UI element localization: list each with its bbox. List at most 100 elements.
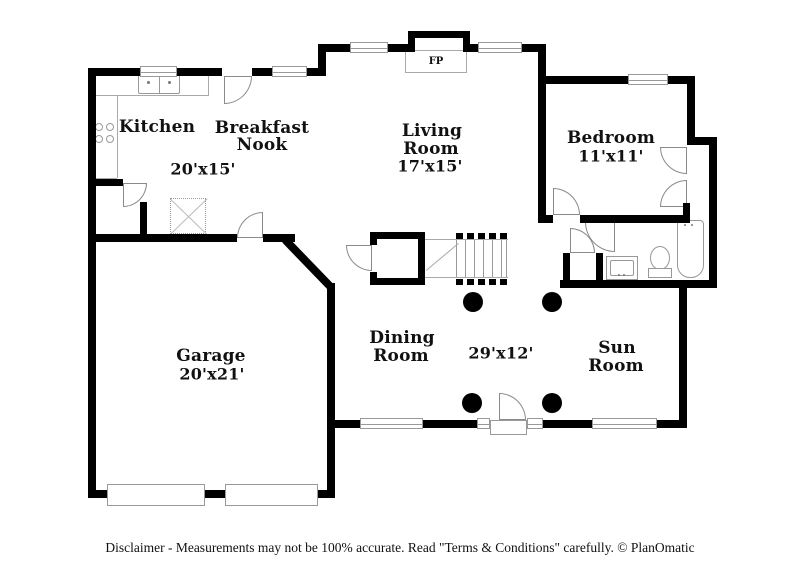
wall [522, 44, 546, 52]
counter-edge [96, 95, 208, 96]
stair-railing [467, 279, 474, 285]
faucet [618, 274, 620, 276]
sink-drain [168, 81, 171, 84]
support-column [463, 292, 483, 312]
wall [88, 68, 96, 498]
fireplace-wall [463, 31, 470, 52]
stair-railing [456, 279, 463, 285]
garage-label: Garage [176, 346, 246, 366]
window [592, 418, 657, 429]
dining-room-label-line2: Room [373, 346, 429, 366]
sink-divider [159, 73, 160, 93]
garage-door [107, 484, 205, 506]
wall [327, 420, 360, 428]
kitchen-nook-dimensions: 20'x15' [170, 159, 236, 179]
stair-closet-door [346, 245, 372, 271]
stair-railing [489, 279, 496, 285]
wall [318, 44, 326, 76]
garage-entry-door [237, 212, 263, 238]
disclaimer-text: Disclaimer - Measurements may not be 100… [105, 540, 695, 555]
bedroom-dimensions: 11'x11' [578, 146, 644, 166]
stair-railing [478, 233, 485, 239]
garage-door [225, 484, 318, 506]
living-room-label-line1: Living [401, 121, 463, 141]
vanity-basin [610, 260, 634, 276]
stair-railing [478, 279, 485, 285]
counter-edge [117, 95, 118, 178]
stair-railing [500, 233, 507, 239]
wall [423, 420, 477, 428]
wall [88, 68, 140, 76]
wall [687, 137, 717, 145]
stair-closet-wall [370, 278, 425, 285]
faucet [623, 274, 625, 276]
window [628, 74, 668, 85]
diagonal-wall [282, 237, 334, 291]
dining-room-label-line1: Dining [369, 328, 435, 348]
garage-dimensions: 20'x21' [179, 364, 245, 384]
stair-railing [500, 279, 507, 285]
wall [263, 234, 295, 242]
wall [88, 179, 123, 186]
breakfast-nook-label-line1: Breakfast [214, 118, 310, 138]
wall [88, 234, 237, 242]
hall-closet-wall [596, 253, 603, 280]
sun-room-label-line1: Sun [598, 338, 636, 358]
breakfast-nook-label-line2: Nook [236, 135, 288, 155]
counter-edge [96, 178, 117, 179]
cooktop-burner [95, 135, 103, 143]
stair-closet-wall [370, 232, 425, 239]
wall [327, 283, 335, 498]
stair-closet-wall [418, 232, 425, 285]
fireplace: FP [405, 50, 467, 73]
wall [140, 202, 147, 241]
kitchen-label: Kitchen [118, 117, 196, 137]
wall [326, 44, 350, 52]
stair-direction-line [426, 243, 459, 271]
wall [687, 76, 695, 145]
stair-tread [483, 240, 484, 277]
hall-closet-wall [563, 253, 570, 280]
stair-closet-wall [370, 272, 377, 285]
wall [679, 280, 687, 428]
support-column [542, 292, 562, 312]
wall [538, 44, 546, 222]
stair-tread [474, 240, 475, 277]
living-room-dimensions: 17'x15' [397, 156, 463, 176]
stair-edge [425, 239, 508, 240]
stair-closet-wall [370, 232, 377, 245]
stair-railing [456, 233, 463, 239]
window [272, 66, 307, 77]
wall [657, 420, 687, 428]
wall [252, 68, 272, 76]
support-column [462, 393, 482, 413]
sink-drain [147, 81, 150, 84]
cooktop-burner [106, 135, 114, 143]
bedroom-label: Bedroom [566, 128, 656, 148]
tub-faucet [684, 224, 686, 226]
rear-entry-door [224, 76, 252, 104]
bathtub [677, 220, 704, 278]
wall [709, 137, 717, 288]
wall [538, 215, 553, 223]
counter-edge [208, 76, 209, 96]
pantry-shelves [170, 198, 208, 235]
window [478, 42, 522, 53]
tub-faucet [691, 224, 693, 226]
wall [560, 280, 717, 288]
window [477, 418, 490, 429]
stair-tread [465, 240, 466, 277]
wall [88, 490, 335, 498]
bedroom-closet-door-top [660, 147, 687, 174]
cooktop-burner [106, 123, 114, 131]
patio-door-threshold [490, 420, 527, 435]
fireplace-wall [408, 31, 415, 52]
wall [388, 44, 408, 52]
dining-sun-dimensions: 29'x12' [468, 343, 534, 363]
cooktop-burner [95, 123, 103, 131]
wall [177, 68, 222, 76]
toilet-bowl [650, 246, 670, 270]
stair-tread [501, 240, 502, 277]
support-column [542, 393, 562, 413]
